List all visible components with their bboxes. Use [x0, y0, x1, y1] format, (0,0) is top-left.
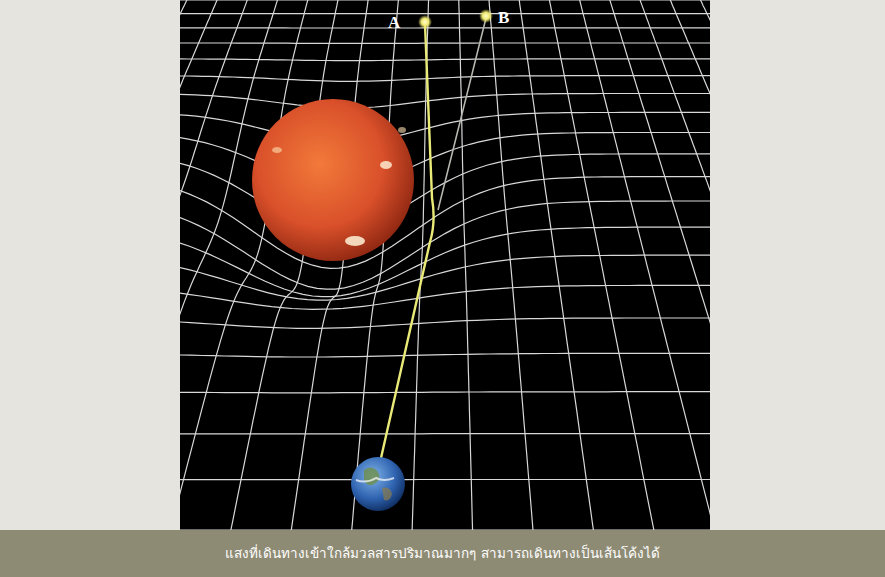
grid-line [180, 0, 328, 530]
grid-line [180, 392, 710, 393]
grid-line [180, 59, 710, 61]
caption: แสงที่เดินทางเข้าใกล้มวลสารปริมาณมากๆ สา… [0, 530, 885, 577]
grid-line [534, 0, 677, 530]
grid-line [180, 0, 276, 530]
light-path [381, 24, 434, 458]
grid-line [180, 112, 710, 143]
grid-line [663, 0, 710, 530]
grid-line [180, 76, 710, 82]
point-label: A [388, 14, 400, 31]
grid-line [180, 27, 710, 28]
star-b [479, 9, 493, 23]
grid-line [586, 0, 710, 530]
point-label: B [498, 9, 509, 26]
grid-line [180, 94, 710, 109]
grid-line [180, 285, 710, 309]
sun [252, 99, 414, 261]
earth [351, 457, 405, 511]
grid-line [508, 0, 610, 530]
grid-line [180, 318, 710, 328]
grid-line [180, 201, 710, 289]
grid-line [180, 42, 710, 44]
grid-line [483, 0, 543, 530]
grid-line [180, 433, 710, 434]
star-a [418, 15, 432, 29]
apparent-ray [438, 18, 486, 210]
spacetime-illustration [180, 0, 710, 530]
grid-line [180, 479, 710, 480]
spacetime-grid [180, 0, 710, 530]
caption-band: แสงที่เดินทางเข้าใกล้มวลสารปริมาณมากๆ สา… [0, 530, 885, 577]
grid-line [180, 353, 710, 357]
grid-line [638, 0, 711, 530]
space-panel: AB [180, 0, 710, 530]
grid-line [180, 0, 710, 1]
grid-line [180, 13, 710, 14]
grid-line [612, 0, 710, 530]
grid-line [689, 0, 710, 530]
